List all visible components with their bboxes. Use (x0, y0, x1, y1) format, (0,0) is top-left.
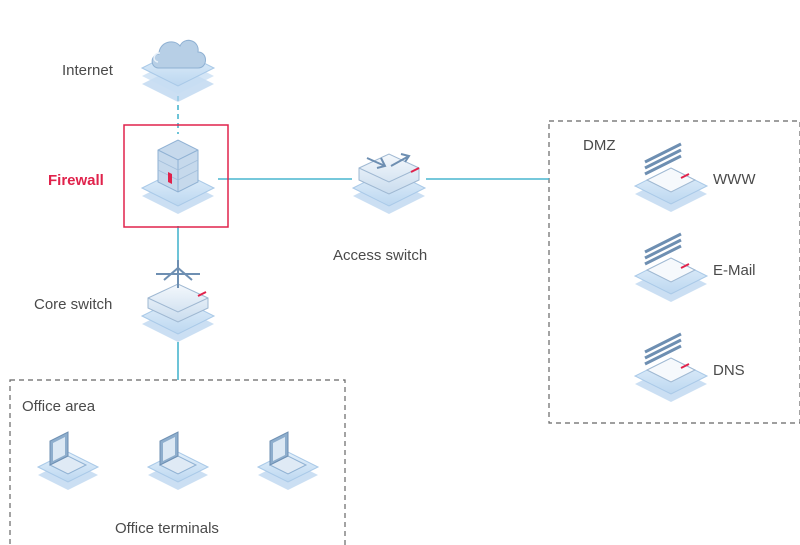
firewall-label: Firewall (48, 172, 104, 189)
office-zone-label: Office area (22, 398, 96, 415)
laptop-icon-1 (36, 431, 100, 490)
access-switch-icon (351, 153, 427, 214)
cloud-icon (140, 39, 216, 102)
internet-label: Internet (62, 62, 113, 79)
core-switch-icon (140, 260, 216, 342)
firewall-highlight-box (123, 124, 229, 228)
server-icon-www (633, 142, 709, 212)
dns-label: DNS (713, 362, 745, 379)
dmz-zone-border (548, 120, 800, 424)
www-label: WWW (713, 171, 756, 188)
laptop-icon-3 (256, 431, 320, 490)
firewall-icon (140, 139, 216, 214)
email-label: E-Mail (713, 262, 756, 279)
core-switch-label: Core switch (34, 296, 113, 313)
office-terminals-label: Office terminals (115, 520, 219, 537)
laptop-icon-2 (146, 431, 210, 490)
access-switch-label: Access switch (333, 247, 428, 264)
server-icon-dns (633, 332, 709, 402)
server-icon-email (633, 232, 709, 302)
dmz-zone-label: DMZ (583, 137, 616, 154)
